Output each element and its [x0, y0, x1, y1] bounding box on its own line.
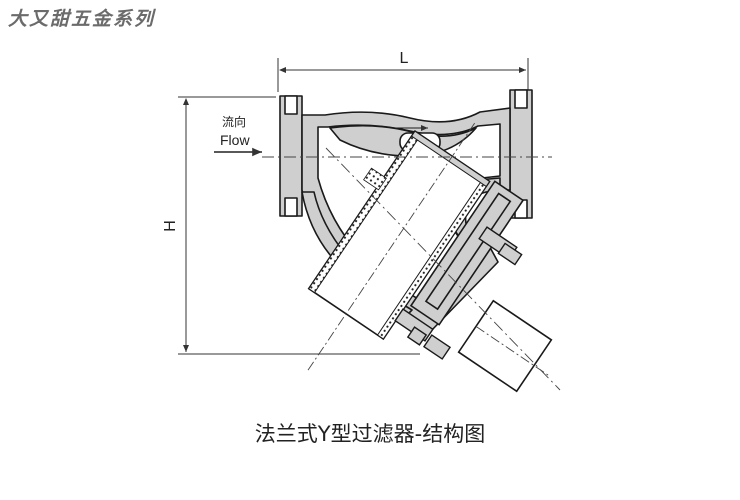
diagram-caption: 法兰式Y型过滤器-结构图 — [254, 422, 486, 446]
flow-label-en: Flow — [220, 132, 250, 148]
dimension-height-label: H — [162, 220, 179, 232]
flow-label-cn: 流向 — [222, 114, 246, 129]
brand-watermark: 大又甜五金系列 — [8, 8, 156, 30]
cover-flange — [409, 180, 525, 326]
bolt-right — [478, 226, 523, 266]
mesh-detail — [363, 167, 387, 191]
bolt-left — [394, 308, 452, 360]
drain-cap — [457, 299, 553, 393]
dimension-length — [277, 58, 529, 92]
dimension-height — [178, 96, 420, 355]
dimension-length-label: L — [400, 50, 409, 67]
centerlines — [262, 147, 561, 391]
filter-screen — [306, 122, 491, 373]
